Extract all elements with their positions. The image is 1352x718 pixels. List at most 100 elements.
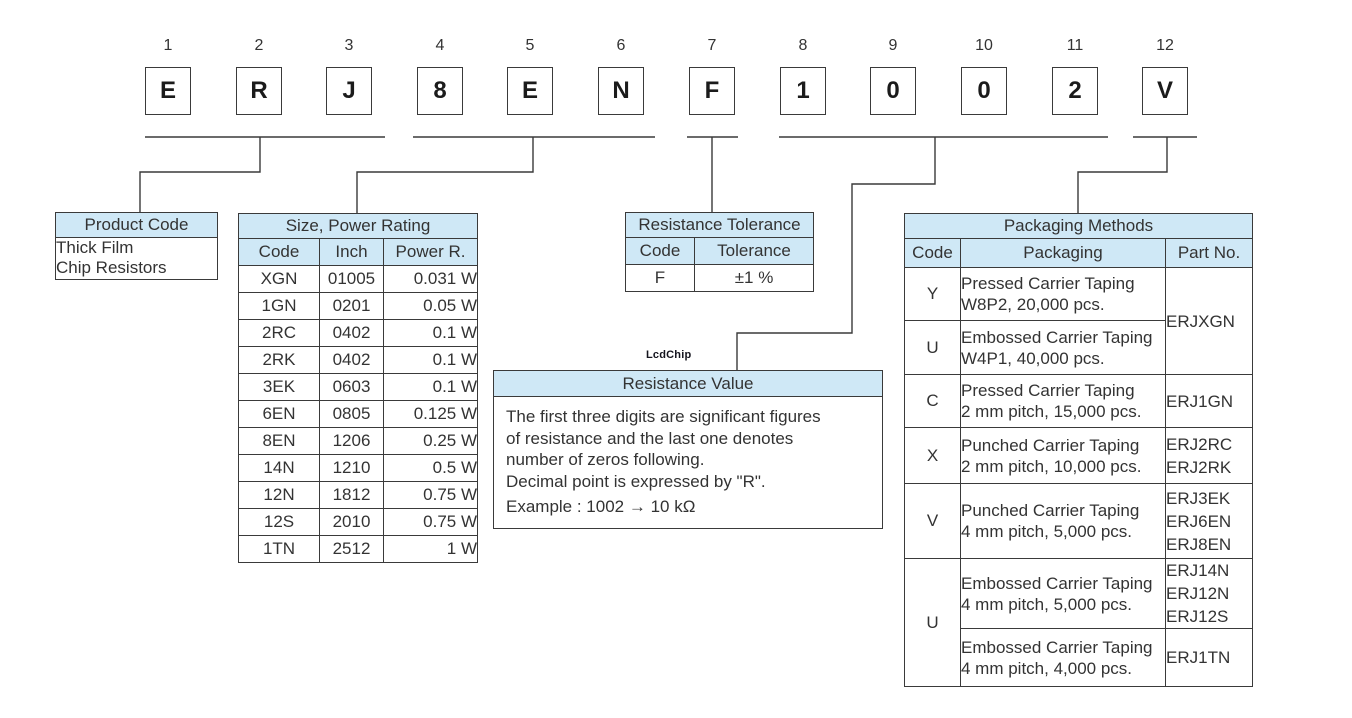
lcdchip-watermark: LcdChip: [646, 349, 692, 361]
resistance-value-box: Resistance Value The first three digits …: [493, 370, 883, 529]
part-number-position-11: 11 2: [1052, 36, 1098, 115]
position-number: 3: [344, 37, 354, 54]
code-character-box: F: [689, 67, 735, 115]
product-code-line: Thick Film: [56, 238, 134, 258]
size-row: 12N 1812 0.75 W: [238, 481, 479, 509]
col-header-code: Code: [238, 238, 320, 266]
col-header-code: Code: [904, 238, 961, 268]
product-code-body: Thick Film Chip Resistors: [55, 237, 218, 280]
packaging-description: Embossed Carrier Taping 4 mm pitch, 5,00…: [960, 558, 1166, 629]
position-number: 8: [798, 37, 808, 54]
position-number: 5: [525, 37, 535, 54]
size-row: 14N 1210 0.5 W: [238, 454, 479, 482]
packaging-title: Packaging Methods: [904, 213, 1253, 239]
part-number-position-6: 6 N: [598, 36, 644, 115]
packaging-row: C Pressed Carrier Taping 2 mm pitch, 15,…: [904, 374, 1253, 428]
size-row: 8EN 1206 0.25 W: [238, 427, 479, 455]
packaging-description: Pressed Carrier Taping 2 mm pitch, 15,00…: [960, 374, 1166, 428]
position-number: 4: [435, 37, 445, 54]
code-character-box: V: [1142, 67, 1188, 115]
part-number-position-8: 8 1: [780, 36, 826, 115]
size-row: 2RC 0402 0.1 W: [238, 319, 479, 347]
packaging-row: Embossed Carrier Taping 4 mm pitch, 4,00…: [905, 628, 1253, 687]
packaging-code: X: [904, 427, 961, 484]
code-character-box: E: [507, 67, 553, 115]
resistance-value-title: Resistance Value: [493, 370, 883, 397]
packaging-code: U: [904, 558, 961, 687]
product-code-line: Chip Resistors: [56, 258, 167, 277]
tolerance-header-row: Code Tolerance: [625, 237, 815, 265]
packaging-part-no: ERJ1TN: [1165, 628, 1253, 687]
code-character-box: N: [598, 67, 644, 115]
position-number: 10: [975, 37, 993, 54]
packaging-header-row: Code Packaging Part No.: [904, 238, 1253, 268]
size-row: XGN 01005 0.031 W: [238, 265, 479, 293]
description-line: number of zeros following.: [506, 450, 705, 469]
part-number-position-2: 2 R: [236, 36, 282, 115]
position-number: 2: [254, 37, 264, 54]
packaging-part-no: ERJ1GN: [1165, 374, 1253, 428]
size-row: 6EN 0805 0.125 W: [238, 400, 479, 428]
position-number: 6: [616, 37, 626, 54]
part-number-position-1: 1 E: [145, 36, 191, 115]
resistance-value-example: Example : 1002 → 10 kΩ: [506, 497, 696, 516]
part-number-position-4: 4 8: [417, 36, 463, 115]
packaging-part-no: ERJ14N ERJ12N ERJ12S: [1165, 558, 1253, 629]
position-number: 7: [707, 37, 717, 54]
size-row: 12S 2010 0.75 W: [238, 508, 479, 536]
col-header-packaging: Packaging: [960, 238, 1166, 268]
resistance-tolerance-table: Resistance Tolerance Code Tolerance F ±1…: [624, 212, 815, 292]
part-number-position-7: 7 F: [689, 36, 735, 115]
packaging-methods-table: Packaging Methods Code Packaging Part No…: [904, 213, 1253, 687]
size-power-table: Size, Power Rating Code Inch Power R. XG…: [237, 213, 479, 563]
size-power-header-row: Code Inch Power R.: [238, 238, 479, 266]
packaging-description: Punched Carrier Taping 2 mm pitch, 10,00…: [960, 427, 1166, 484]
packaging-code: U: [904, 320, 961, 375]
packaging-row: Y Pressed Carrier Taping W8P2, 20,000 pc…: [904, 267, 1253, 375]
part-number-position-10: 10 0: [961, 36, 1007, 115]
packaging-row: U Embossed Carrier Taping 4 mm pitch, 5,…: [904, 558, 1253, 687]
size-power-title: Size, Power Rating: [237, 213, 479, 239]
description-line: The first three digits are significant f…: [506, 407, 821, 426]
code-character-box: J: [326, 67, 372, 115]
description-line: of resistance and the last one denotes: [506, 428, 794, 448]
packaging-description: Pressed Carrier Taping W8P2, 20,000 pcs.: [960, 267, 1166, 321]
col-header-code: Code: [625, 237, 695, 265]
code-character-box: 0: [961, 67, 1007, 115]
packaging-code: Y: [904, 267, 961, 321]
col-header-part-no: Part No.: [1165, 238, 1253, 268]
position-number: 9: [888, 37, 898, 54]
packaging-description: Punched Carrier Taping 4 mm pitch, 5,000…: [960, 483, 1166, 559]
packaging-code: C: [904, 374, 961, 428]
col-header-power: Power R.: [382, 238, 479, 266]
packaging-description: Embossed Carrier Taping 4 mm pitch, 4,00…: [960, 628, 1166, 687]
code-character-box: 2: [1052, 67, 1098, 115]
code-character-box: 1: [780, 67, 826, 115]
packaging-part-no: ERJ2RC ERJ2RK: [1165, 427, 1253, 484]
part-number-position-3: 3 J: [326, 36, 372, 115]
description-line: Decimal point is expressed by "R".: [506, 471, 766, 491]
product-code-table: Product Code Thick Film Chip Resistors: [55, 212, 218, 280]
size-row: 2RK 0402 0.1 W: [238, 346, 479, 374]
position-number: 12: [1156, 37, 1174, 54]
tolerance-row: F ±1 %: [625, 264, 815, 292]
code-character-box: 8: [417, 67, 463, 115]
wire-packaging: [1077, 136, 1197, 213]
packaging-description: Embossed Carrier Taping W4P1, 40,000 pcs…: [960, 320, 1166, 375]
col-header-inch: Inch: [319, 238, 384, 266]
code-character-box: 0: [870, 67, 916, 115]
packaging-code: V: [904, 483, 961, 559]
packaging-part-no: ERJXGN: [1165, 267, 1253, 375]
part-number-position-12: 12 V: [1142, 36, 1188, 115]
part-number-position-9: 9 0: [870, 36, 916, 115]
size-row: 1TN 2512 1 W: [238, 535, 479, 563]
packaging-row: U Embossed Carrier Taping W4P1, 40,000 p…: [904, 320, 1253, 375]
product-code-title: Product Code: [55, 212, 218, 238]
packaging-part-no: ERJ3EK ERJ6EN ERJ8EN: [1165, 483, 1253, 559]
resistance-tolerance-title: Resistance Tolerance: [624, 212, 815, 238]
size-row: 1GN 0201 0.05 W: [238, 292, 479, 320]
resistance-value-description: The first three digits are significant f…: [493, 397, 883, 529]
wire-product-code: [139, 136, 385, 213]
position-number: 11: [1066, 37, 1084, 54]
